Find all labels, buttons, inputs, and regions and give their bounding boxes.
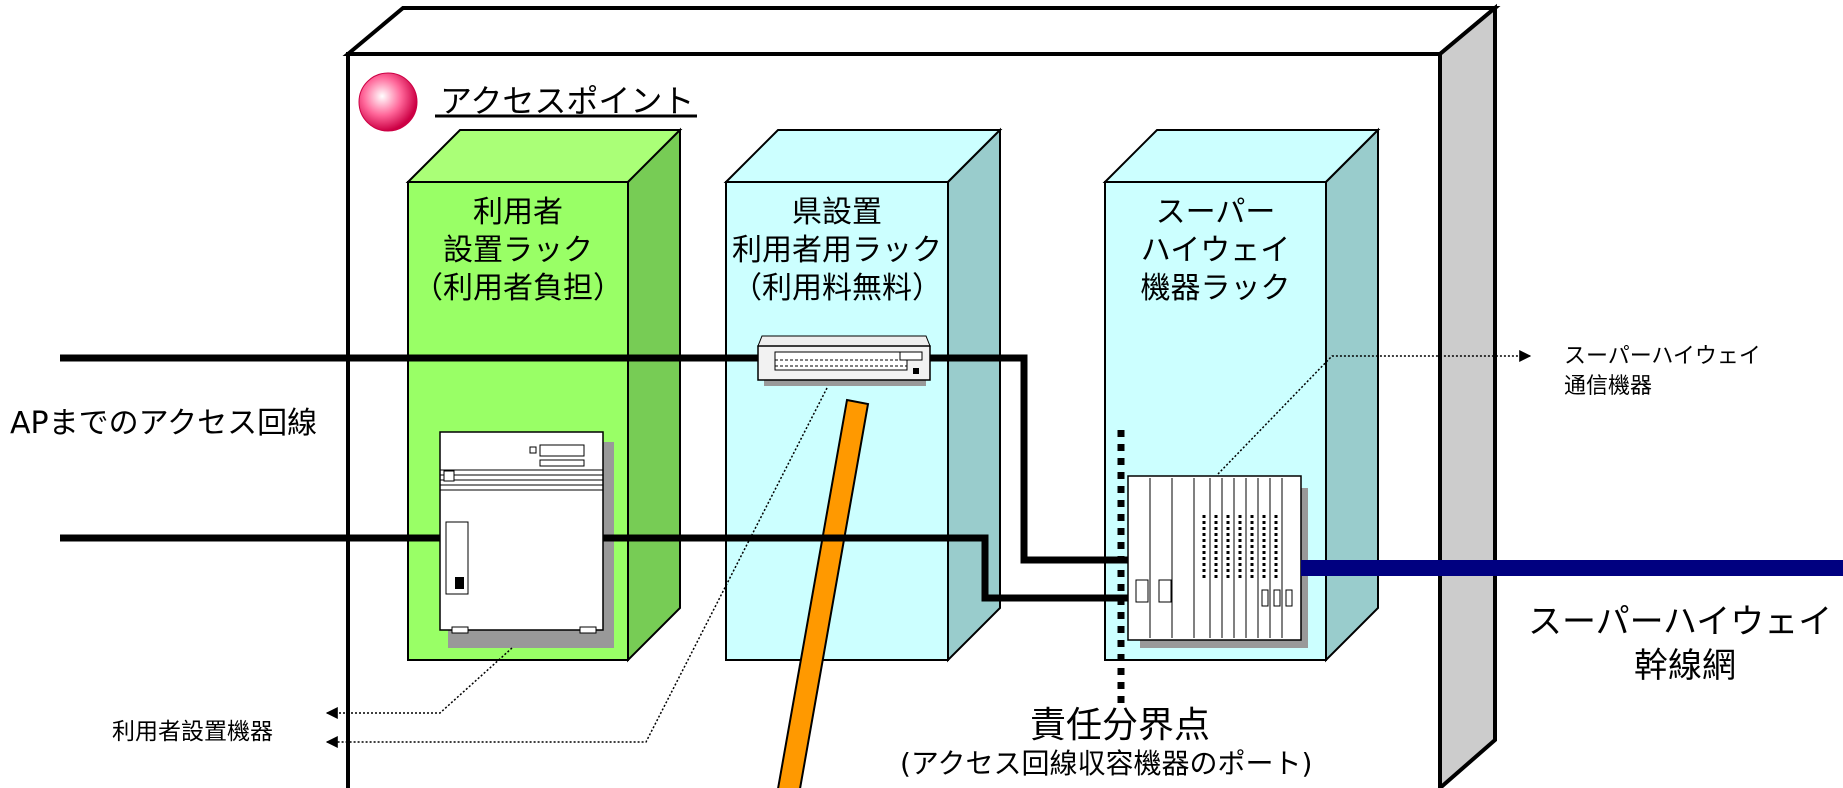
access-point-marker-icon xyxy=(358,72,418,132)
rack-superhighway-line-3: 機器ラック xyxy=(1140,271,1291,306)
rack-user-line-3: （利用者負担） xyxy=(413,271,623,306)
rack-prefecture-line-1: 県設置 xyxy=(792,195,882,230)
building-top xyxy=(342,6,1501,56)
rack-prefecture-line-3: （利用料無料） xyxy=(732,271,942,306)
access-point-title: アクセスポイント xyxy=(440,82,695,120)
backbone-label-1: スーパーハイウェイ xyxy=(1528,602,1833,642)
building-side xyxy=(1438,3,1497,788)
rack-user-line-2: 設置ラック xyxy=(443,233,593,268)
comm-equipment-label-1: スーパーハイウェイ xyxy=(1564,344,1761,369)
user-equipment-label: 利用者設置機器 xyxy=(112,719,273,745)
comm-equipment-label-2: 通信機器 xyxy=(1564,374,1653,399)
comm-equipment-callout xyxy=(1217,350,1532,475)
rack-prefecture-line-2: 利用者用ラック xyxy=(732,233,942,268)
user-equipment-callout-1 xyxy=(325,647,513,719)
demarcation-title: 責任分界点 xyxy=(1030,705,1211,746)
backbone-label-2: 幹線網 xyxy=(1634,646,1736,686)
rack-superhighway-line-1: スーパー xyxy=(1155,195,1276,230)
user-equipment-callout-2 xyxy=(325,387,828,748)
access-line-lower xyxy=(60,534,1128,602)
rack-user-line-1: 利用者 xyxy=(473,195,563,230)
demarcation-subtitle: (アクセス回線収容機器のポート) xyxy=(900,747,1313,780)
orange-cable xyxy=(777,398,870,788)
switch-hub-icon xyxy=(757,335,931,386)
rack-superhighway-line-2: ハイウェイ xyxy=(1140,233,1291,268)
rack-user-label: 利用者 設置ラック （利用者負担） xyxy=(408,194,628,308)
user-equipment-cabinet xyxy=(439,431,614,648)
access-line-label: APまでのアクセス回線 xyxy=(10,406,318,441)
superhighway-chassis xyxy=(1127,475,1308,648)
rack-prefecture-label: 県設置 利用者用ラック （利用料無料） xyxy=(726,194,948,308)
access-line-upper xyxy=(60,354,1128,564)
rack-superhighway-label: スーパー ハイウェイ 機器ラック xyxy=(1105,194,1326,308)
